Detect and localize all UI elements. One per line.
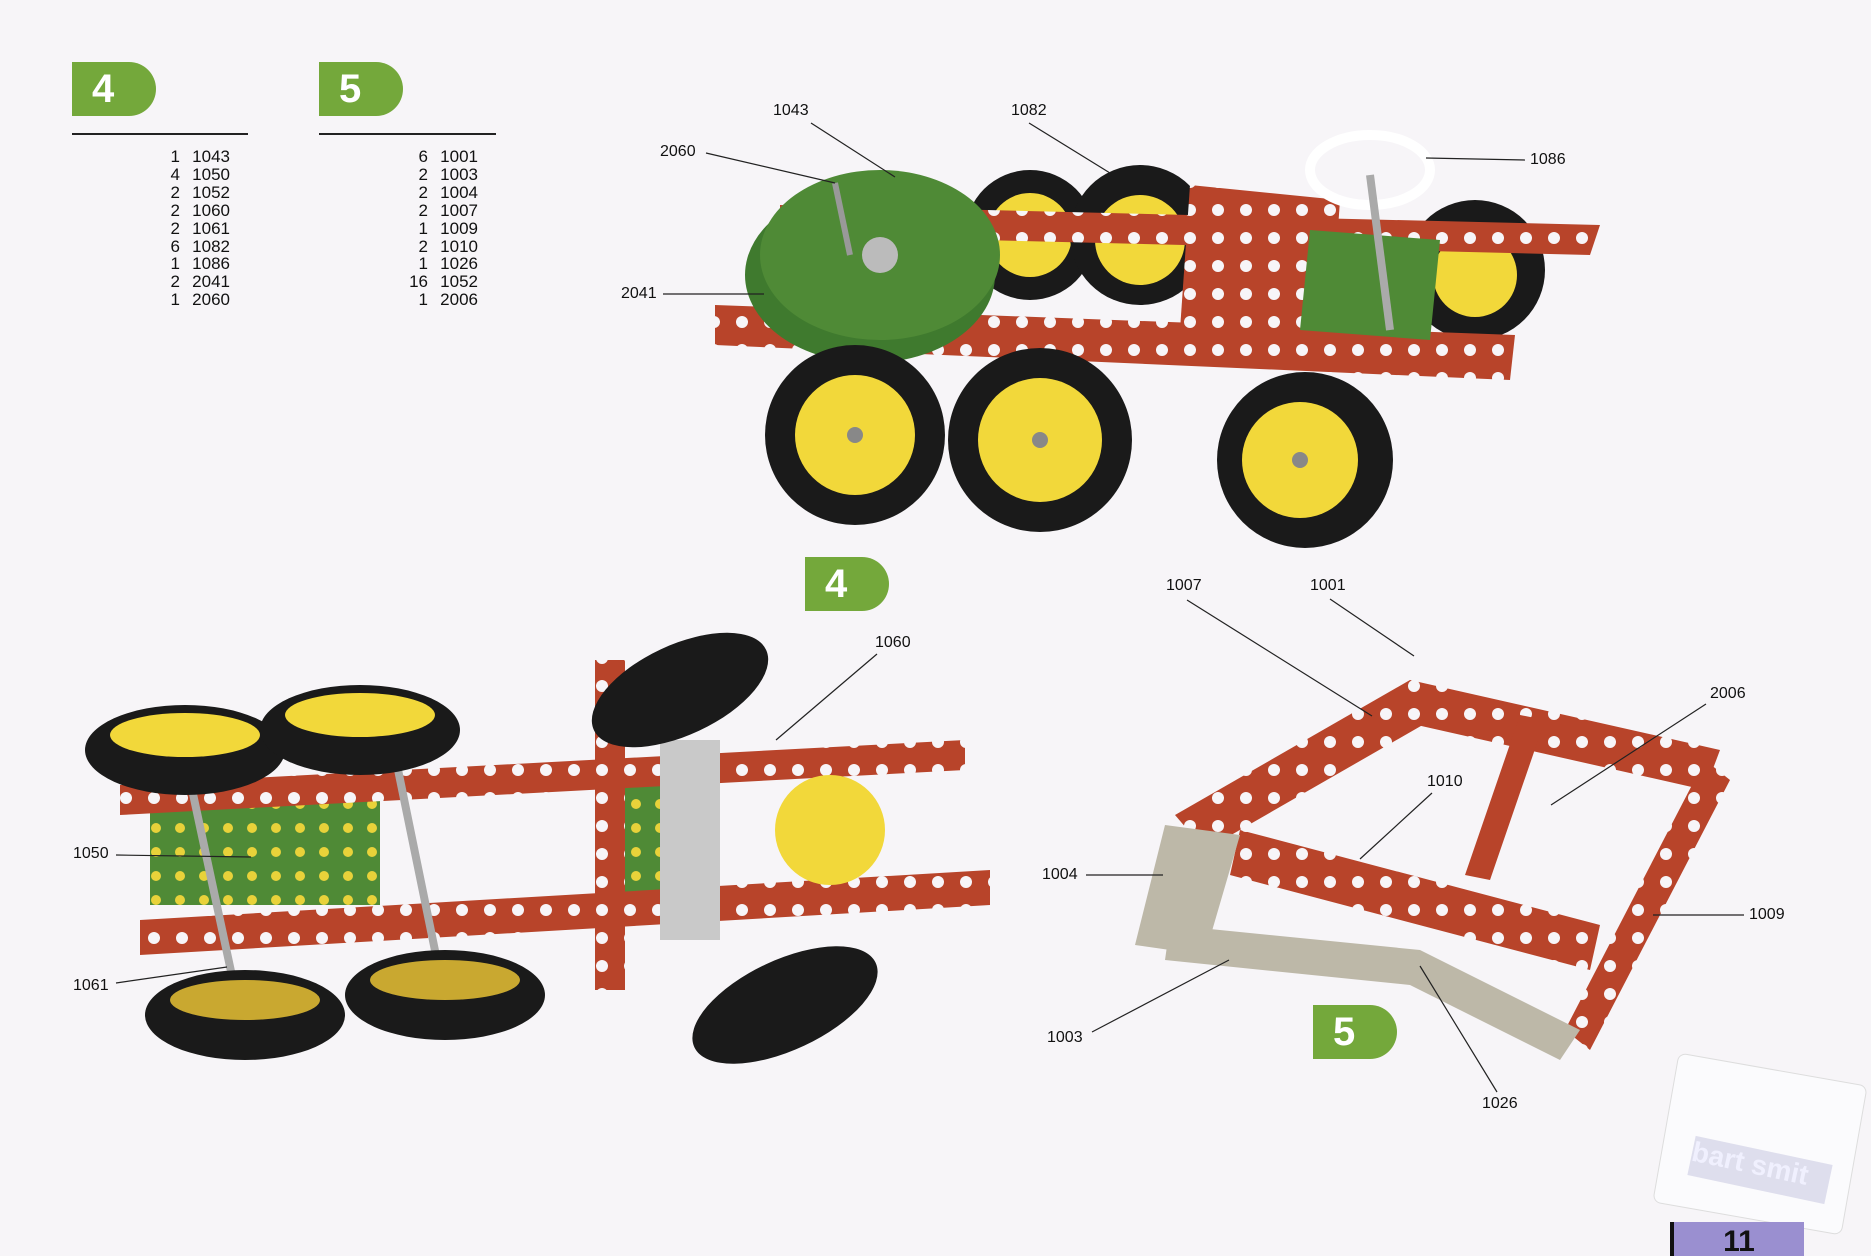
qty: 4: [170, 164, 180, 184]
list-item: 2 1003: [398, 166, 478, 184]
list-item: 1 1009: [398, 218, 478, 238]
callout-2006: 2006: [1710, 685, 1746, 702]
model-5-frame: [1135, 680, 1730, 1060]
parts-list-model-4: 1 1043 4 1050 2 1052 2 1060 2 1061 6 1082 1 108…: [150, 148, 230, 309]
qty: 1: [170, 254, 180, 274]
callout-1009: 1009: [1749, 906, 1785, 923]
model-badge-5-illustration: 5: [1313, 1005, 1397, 1059]
list-item: 2 1007: [398, 200, 478, 220]
qty: 2: [418, 164, 428, 184]
part-number: 1052: [440, 272, 478, 292]
list-item: 6 1001: [398, 148, 478, 166]
part-number: 1004: [440, 182, 478, 202]
model-4-truck-top: [715, 130, 1600, 548]
qty: 1: [418, 254, 428, 274]
parts-list-model-5: 6 1001 2 1003 2 1004 2 1007 1 1009 2 1010 1 102…: [398, 148, 478, 309]
part-number: 2060: [192, 290, 230, 310]
list-item: 2 1004: [398, 182, 478, 202]
list-item: 2 1010: [398, 236, 478, 256]
model-badge-4: 4: [72, 62, 156, 116]
list-item: 1 1086: [150, 255, 230, 273]
list-item: 2 1061: [150, 218, 230, 238]
part-number: 1060: [192, 200, 230, 220]
qty: 2: [170, 182, 180, 202]
callout-2060: 2060: [660, 143, 696, 160]
list-item: 2 2041: [150, 273, 230, 291]
part-number: 1009: [440, 218, 478, 238]
part-number: 1001: [440, 147, 478, 166]
divider: [319, 133, 496, 135]
qty: 1: [418, 218, 428, 238]
callout-1043: 1043: [773, 102, 809, 119]
part-number: 1061: [192, 218, 230, 238]
callout-2041: 2041: [621, 285, 657, 302]
part-number: 2041: [192, 272, 230, 292]
leader-lines: [115, 122, 1744, 1093]
list-item: 1 1026: [398, 255, 478, 273]
list-item: 6 1082: [150, 236, 230, 256]
page-number: 11: [1670, 1222, 1804, 1256]
qty: 2: [418, 182, 428, 202]
model-badge-4-illustration: 4: [805, 557, 889, 611]
part-number: 1052: [192, 182, 230, 202]
part-number: 1050: [192, 164, 230, 184]
callout-1010: 1010: [1427, 773, 1463, 790]
callout-1004: 1004: [1042, 866, 1078, 883]
model-badge-5: 5: [319, 62, 403, 116]
divider: [72, 133, 248, 135]
qty: 1: [170, 147, 180, 166]
part-number: 1007: [440, 200, 478, 220]
list-item: 1 2060: [150, 291, 230, 309]
part-number: 1010: [440, 236, 478, 256]
qty: 2: [170, 200, 180, 220]
list-item: 1 2006: [398, 291, 478, 309]
callout-1061: 1061: [73, 977, 109, 994]
list-item: 2 1052: [150, 182, 230, 202]
callout-1007: 1007: [1166, 577, 1202, 594]
part-number: 1026: [440, 254, 478, 274]
callout-1026: 1026: [1482, 1095, 1518, 1112]
qty: 6: [418, 147, 428, 166]
list-item: 16 1052: [398, 273, 478, 291]
part-number: 1043: [192, 147, 230, 166]
qty: 2: [418, 236, 428, 256]
part-number: 1082: [192, 236, 230, 256]
qty: 1: [418, 290, 428, 310]
qty: 16: [409, 272, 428, 292]
callout-1082: 1082: [1011, 102, 1047, 119]
qty: 1: [170, 290, 180, 310]
list-item: 2 1060: [150, 200, 230, 220]
qty: 2: [170, 272, 180, 292]
list-item: 4 1050: [150, 166, 230, 184]
callout-1086: 1086: [1530, 151, 1566, 168]
part-number: 2006: [440, 290, 478, 310]
part-number: 1003: [440, 164, 478, 184]
callout-1001: 1001: [1310, 577, 1346, 594]
callout-1003: 1003: [1047, 1029, 1083, 1046]
callout-1050: 1050: [73, 845, 109, 862]
qty: 2: [170, 218, 180, 238]
corner-tab: [1652, 1052, 1868, 1236]
list-item: 1 1043: [150, 148, 230, 166]
model-4-chassis-bottom: [85, 632, 990, 1064]
qty: 6: [170, 236, 180, 256]
qty: 2: [418, 200, 428, 220]
part-number: 1086: [192, 254, 230, 274]
callout-1060: 1060: [875, 634, 911, 651]
